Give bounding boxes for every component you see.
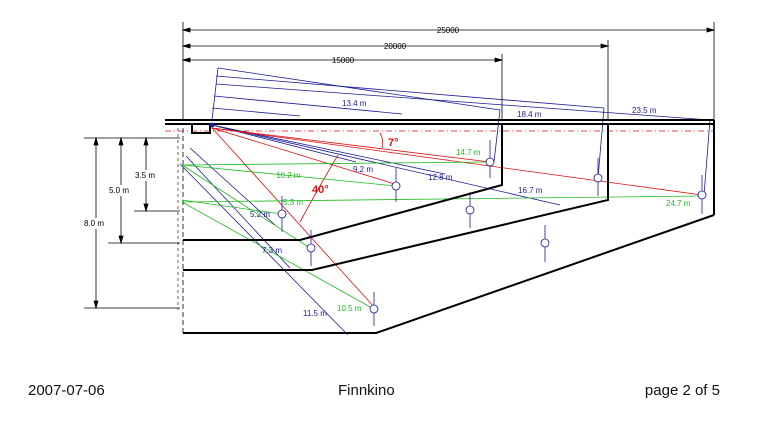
viewer-marker bbox=[540, 238, 550, 248]
reference-lines bbox=[165, 128, 714, 335]
dist-12-8-label: 12.8 m bbox=[428, 173, 453, 182]
viewer-positions bbox=[209, 122, 707, 326]
footer-page-number: page 2 of 5 bbox=[644, 382, 720, 399]
viewer-marker bbox=[369, 304, 379, 314]
auditorium-section-drawing: 25000 20000 15000 8.0 m 5.0 m 3.5 m bbox=[83, 22, 716, 336]
dist-16-7-label: 16.7 m bbox=[518, 186, 543, 195]
dim-25000-label: 25000 bbox=[437, 26, 460, 35]
blue-distance-lines bbox=[179, 67, 711, 336]
angle-40-label: 40° bbox=[312, 184, 329, 196]
blue-distance-labels: 13.4 m 18.4 m 23.5 m 9.2 m 12.8 m 16.7 m… bbox=[250, 99, 657, 318]
green-distance-labels: 14.7 m 10.2 m 5.3 m 24.7 m 10.5 m bbox=[276, 148, 691, 313]
dist-10-2-label: 10.2 m bbox=[276, 171, 301, 180]
dist-11-5-label: 11.5 m bbox=[303, 309, 327, 318]
auditorium-structure bbox=[165, 119, 715, 334]
dist-14-7-label: 14.7 m bbox=[456, 148, 481, 157]
footer-title: Finnkino bbox=[338, 382, 395, 399]
viewer-marker bbox=[697, 190, 707, 200]
viewer-marker bbox=[593, 173, 603, 183]
viewer-marker bbox=[306, 243, 316, 253]
red-sightlines bbox=[211, 127, 703, 309]
viewer-marker bbox=[391, 181, 401, 191]
dist-13-4-label: 13.4 m bbox=[342, 99, 367, 108]
dist-24-7-label: 24.7 m bbox=[666, 199, 691, 208]
dist-5-2-label: 5.2 m bbox=[250, 210, 270, 219]
footer-date: 2007-07-06 bbox=[28, 382, 105, 399]
dim-5m-label: 5.0 m bbox=[109, 186, 129, 195]
viewer-marker bbox=[485, 157, 495, 167]
dist-18-4-label: 18.4 m bbox=[517, 110, 542, 119]
dist-10-5-label: 10.5 m bbox=[337, 304, 362, 313]
dist-9-2-label: 9.2 m bbox=[353, 165, 373, 174]
screen-marker bbox=[209, 122, 215, 128]
angle-7-label: 7° bbox=[388, 137, 399, 149]
dim-8m-label: 8.0 m bbox=[84, 219, 104, 228]
dist-7-3-label: 7.3 m bbox=[262, 246, 282, 255]
green-sightlines bbox=[181, 161, 703, 309]
dist-5-3-label: 5.3 m bbox=[283, 198, 303, 207]
dim-15000-label: 15000 bbox=[332, 56, 355, 65]
dim-20000-label: 20000 bbox=[384, 42, 407, 51]
viewer-marker bbox=[277, 209, 287, 219]
dim-3-5m-label: 3.5 m bbox=[135, 171, 155, 180]
top-dimensions bbox=[181, 22, 716, 120]
dist-23-5-label: 23.5 m bbox=[632, 106, 657, 115]
viewer-marker bbox=[465, 205, 475, 215]
